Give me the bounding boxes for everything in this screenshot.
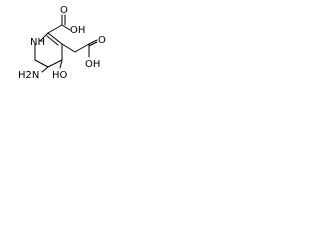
structure-canvas: O OH NH O OH HO H2N: [0, 0, 117, 102]
label-nh2: H2N: [18, 70, 39, 81]
bond-c6-cooh: [47, 24, 63, 34]
bond-lines: [34, 14, 98, 73]
label-cooh-top-oh: OH: [70, 25, 85, 36]
label-side-oh: OH: [85, 59, 100, 70]
bond-c5-c6: [47, 32, 63, 45]
bond-c2-c3: [34, 59, 49, 68]
label-nh: NH: [30, 37, 45, 48]
bond-c5-ch2: [61, 43, 76, 53]
bond-side-cooh-o: [88, 39, 98, 45]
bond-c5-c6-double: [46, 35, 59, 46]
label-ring-oh: HO: [52, 70, 68, 81]
bond-c4-oh: [59, 59, 63, 69]
label-side-o: O: [98, 35, 106, 46]
bond-n-c6: [39, 32, 49, 42]
atom-labels: O OH NH O OH HO H2N: [18, 5, 106, 81]
label-cooh-top-o: O: [60, 5, 68, 16]
chemical-structure-diagram: O OH NH O OH HO H2N: [18, 5, 106, 81]
bond-c3-c4: [47, 59, 63, 68]
bond-c3-nh2: [41, 66, 49, 73]
bond-side-cooh-o-double: [88, 41, 98, 47]
bond-ch2-cooh: [74, 43, 90, 53]
bond-cooh-oh: [61, 24, 71, 31]
